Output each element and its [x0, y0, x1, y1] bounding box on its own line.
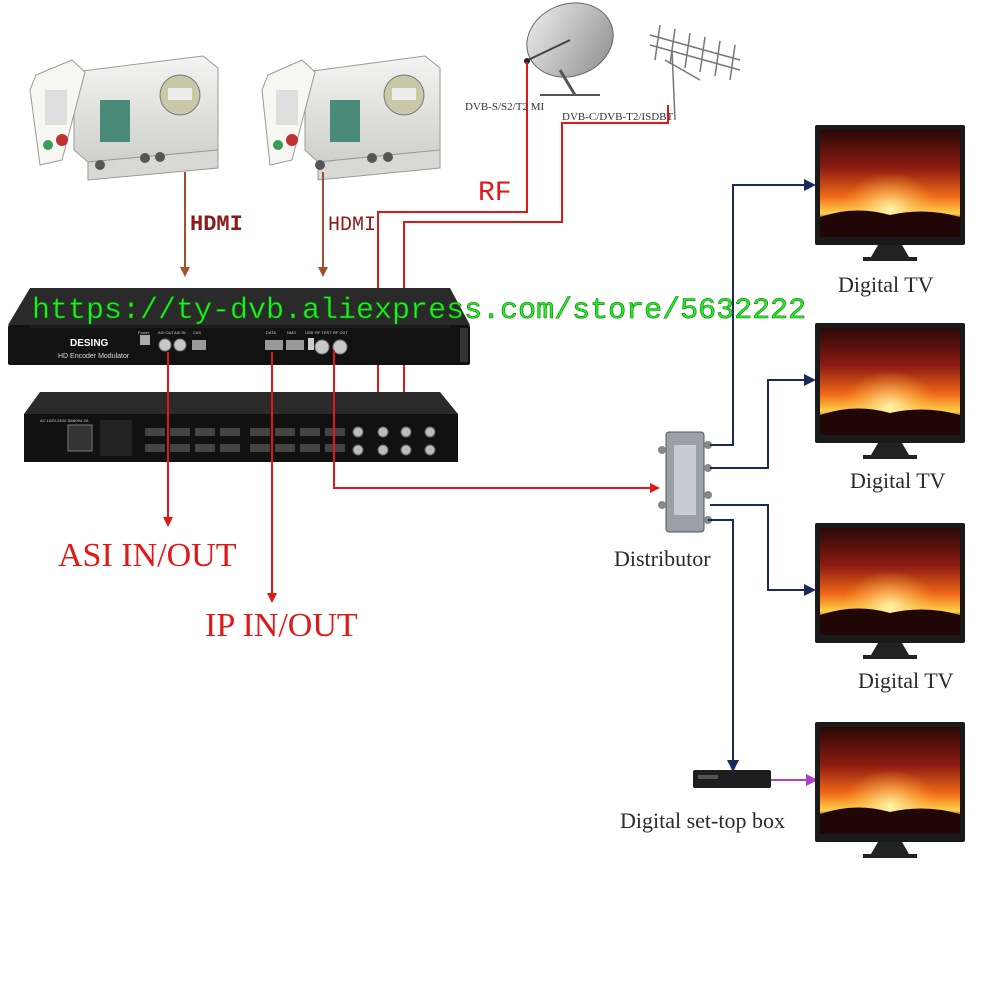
port-usb-label: USB	[305, 330, 314, 335]
port-cas-label: CAS	[193, 330, 202, 335]
tv3-label: Digital TV	[858, 668, 954, 693]
set-top-receiver-left	[73, 55, 219, 181]
terrestrial-label: DVB-C/DVB-T2/ISDBT	[562, 111, 674, 123]
hdmi-feed-lines	[180, 172, 328, 277]
tv-screen-1	[815, 125, 965, 261]
rear-power-label: AC 100V-240V 50/60Hz 2A	[40, 418, 89, 423]
ip-label: IP IN/OUT	[205, 607, 358, 644]
tv-screen-2	[815, 323, 965, 459]
port-asi-in-label: ASI IN	[174, 330, 186, 335]
distributor-label: Distributor	[614, 546, 711, 571]
stb-label: Digital set-top box	[620, 808, 785, 833]
encoder-front-panel	[8, 288, 470, 365]
hdmi-label-right: HDMI	[328, 214, 376, 237]
satellite-label: DVB-S/S2/T2 MI	[465, 101, 544, 113]
set-top-box-icon	[693, 770, 771, 788]
set-top-receiver-right	[304, 55, 441, 181]
remote-control-right	[261, 59, 316, 166]
front-brand-label: DESING	[70, 338, 109, 349]
device-output-lines	[163, 350, 660, 603]
distributor-device	[658, 431, 712, 533]
port-data-label: DATA	[266, 330, 276, 335]
tv1-label: Digital TV	[838, 272, 934, 297]
tv2-label: Digital TV	[850, 468, 946, 493]
tv-screen-4	[815, 722, 965, 858]
distribution-lines	[708, 179, 816, 772]
port-power-label: Power	[138, 330, 150, 335]
port-asi-out-label: ASI OUT	[158, 330, 175, 335]
satellite-dish-icon	[524, 2, 614, 96]
encoder-rear-panel	[24, 392, 458, 462]
watermark-url: https://ty-dvb.aliexpress.com/store/5632…	[32, 294, 806, 328]
terrestrial-antenna-icon	[649, 24, 741, 121]
front-model-label: HD Encoder Modulator	[58, 353, 130, 360]
hdmi-label-left: HDMI	[190, 212, 243, 237]
remote-control-left	[29, 59, 86, 166]
tv-screen-3	[815, 523, 965, 659]
asi-label: ASI IN/OUT	[58, 537, 237, 574]
rf-label: RF	[478, 178, 512, 209]
port-rf-test-label: RF TEST	[315, 330, 332, 335]
port-rf-out-label: RF OUT	[333, 330, 348, 335]
port-nms-label: NMS	[287, 330, 296, 335]
